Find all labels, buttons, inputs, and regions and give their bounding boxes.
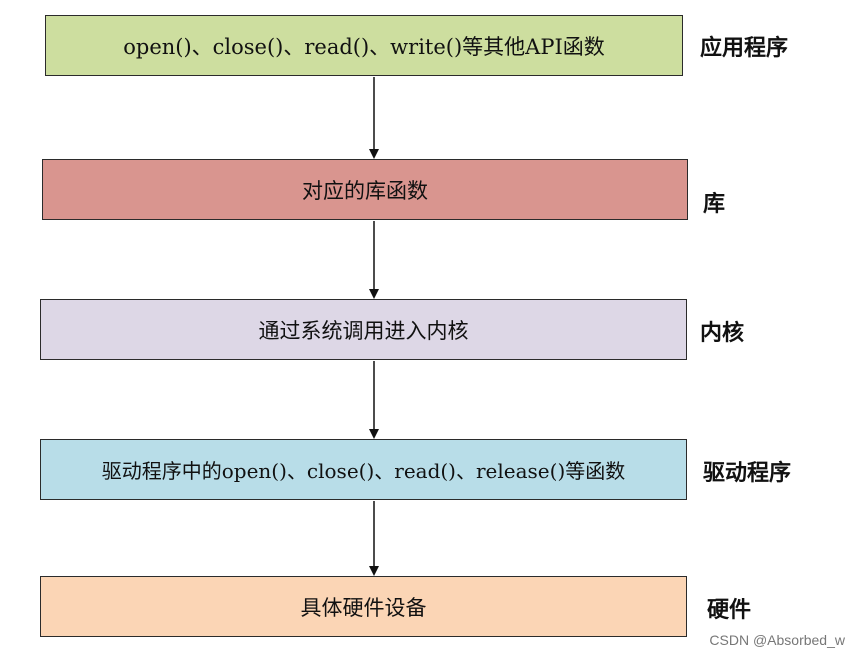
kernel-layer-text: 通过系统调用进入内核 — [258, 318, 469, 343]
driver-layer-label: 驱动程序 — [703, 461, 792, 486]
library-layer-text: 对应的库函数 — [302, 178, 428, 203]
driver-layer-text: 驱动程序中的open()、close()、read()、release()等函数 — [101, 459, 626, 483]
application-layer-box: open()、close()、read()、write()等其他API函数 — [45, 15, 683, 76]
hardware-layer-text: 具体硬件设备 — [300, 595, 427, 620]
kernel-layer-box: 通过系统调用进入内核 — [40, 299, 687, 360]
library-layer-box: 对应的库函数 — [42, 159, 688, 220]
kernel-layer-label: 内核 — [700, 321, 745, 346]
library-layer-label: 库 — [703, 192, 726, 217]
hardware-layer-label: 硬件 — [707, 598, 752, 623]
driver-layer-box: 驱动程序中的open()、close()、read()、release()等函数 — [40, 439, 687, 500]
application-layer-label: 应用程序 — [700, 36, 789, 61]
watermark: CSDN @Absorbed_w — [709, 632, 845, 648]
hardware-layer-box: 具体硬件设备 — [40, 576, 687, 637]
application-layer-text: open()、close()、read()、write()等其他API函数 — [123, 34, 605, 59]
